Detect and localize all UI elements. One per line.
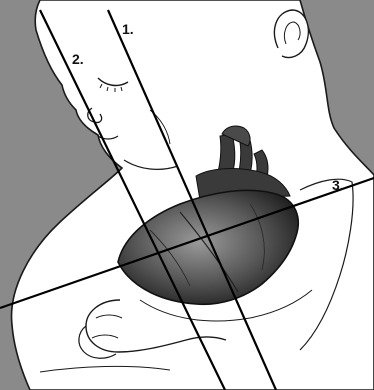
plane-label-2: 2.	[72, 51, 84, 67]
ear	[274, 10, 308, 58]
plane-label-3: 3.	[332, 177, 344, 193]
plane-label-1: 1.	[122, 21, 134, 37]
